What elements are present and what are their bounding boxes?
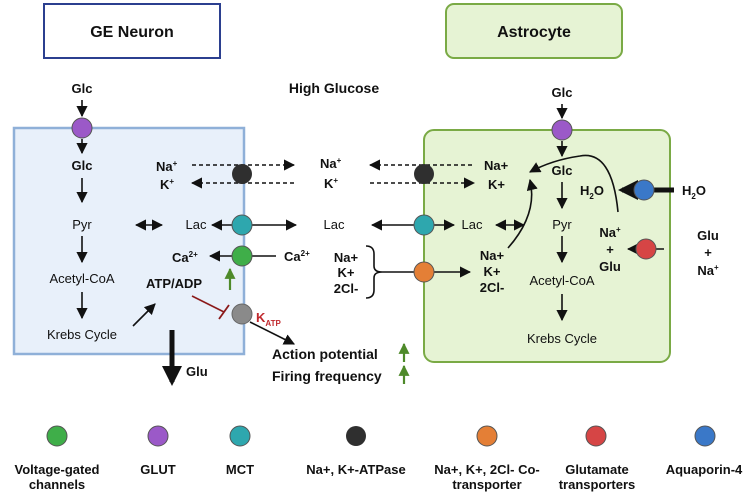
neuron-glu-out: Glu	[186, 364, 208, 379]
legend-swatch-aquaporin	[694, 425, 716, 447]
katp-channel	[231, 303, 253, 325]
legend-swatch-glutamate	[585, 425, 607, 447]
astro-k-plus: K+	[488, 177, 505, 192]
astrocyte-title: Astrocyte	[497, 24, 571, 41]
neuron-atp-adp: ATP/ADP	[146, 276, 202, 291]
katp-label: KATP	[256, 310, 281, 328]
neuron-title-box	[43, 3, 221, 59]
astro-nkcc-na: Na+	[480, 248, 505, 263]
legend-swatch-glut	[147, 425, 169, 447]
astro-nkcc-to-na-curve	[507, 178, 538, 249]
legend-swatch-na-k-atpase	[346, 426, 366, 446]
astro-nkcc-cl: 2Cl-	[480, 280, 505, 295]
atp-inhibition-line	[191, 295, 225, 313]
astro-na-plus: Na+	[484, 158, 509, 173]
astro-lac: Lac	[462, 217, 483, 232]
astro-aquaporin-4	[633, 179, 655, 201]
mid-na-label: Na+	[320, 156, 342, 171]
mid-k-label: K+	[324, 176, 338, 191]
legend-label-glut: GLUT	[140, 462, 176, 477]
astro-na-outside: Na+	[697, 263, 719, 278]
legend-label-nkcc: Na+, K+, 2Cl- Co-transporter	[434, 462, 540, 492]
astro-glc-outside: Glc	[552, 85, 573, 100]
neuron-na-label: Na+	[156, 159, 178, 174]
mid-k-plus: K+	[338, 265, 355, 280]
mid-2cl: 2Cl-	[334, 281, 359, 296]
neuron-na-k-atpase	[232, 164, 252, 184]
astro-glu-na-to-na-curve	[529, 154, 619, 213]
neuron-voltage-gated-channel	[231, 245, 253, 267]
neuron-glc-outside: Glc	[72, 81, 93, 96]
legend-label-na-k-atpase: Na+, K+-ATPase	[306, 462, 406, 477]
neuron-acetyl-coa: Acetyl-CoA	[49, 271, 114, 286]
neuron-k-label: K+	[160, 177, 174, 192]
astro-na-k-atpase	[414, 164, 434, 184]
astrocyte-title-box	[445, 3, 623, 59]
astro-glu-outside: Glu	[697, 228, 719, 243]
atp-inhibition-bar	[218, 304, 230, 320]
katp-to-action-arrow	[249, 321, 296, 345]
neuron-glut-transporter	[71, 117, 93, 139]
astro-mct	[413, 214, 435, 236]
neuron-krebs-cycle: Krebs Cycle	[47, 327, 117, 342]
astrocyte-cell	[423, 129, 671, 363]
astro-nkcc-cotransporter	[413, 261, 435, 283]
mid-na-plus: Na+	[334, 250, 359, 265]
astro-pyr: Pyr	[552, 217, 572, 232]
astro-na-glu-na: Na+	[599, 225, 621, 240]
legend-swatch-voltage-gated	[46, 425, 68, 447]
astro-h2o-inside: H2O	[580, 183, 604, 201]
astro-plus-outside: +	[704, 245, 712, 260]
legend-label-voltage-gated: Voltage-gated channels	[14, 462, 100, 492]
astro-krebs-cycle: Krebs Cycle	[527, 331, 597, 346]
firing-frequency-label: Firing frequency	[272, 368, 382, 384]
legend-label-glutamate: Glutamate transporters	[558, 462, 636, 492]
neuron-mct	[231, 214, 253, 236]
mid-ion-brace	[365, 245, 383, 299]
legend-swatch-nkcc	[476, 425, 498, 447]
neuron-pyr: Pyr	[72, 217, 92, 232]
neuron-title: GE Neuron	[90, 24, 174, 41]
legend-label-mct: MCT	[225, 462, 255, 477]
neuron-lac: Lac	[186, 217, 207, 232]
astro-na-glu-plus: +	[606, 242, 614, 257]
astro-glc-inside: Glc	[552, 163, 573, 178]
legend-label-aquaporin: Aquaporin-4	[665, 462, 743, 477]
astro-h2o-outside: H2O	[682, 183, 706, 201]
astro-glut-transporter	[551, 119, 573, 141]
mid-lac: Lac	[324, 217, 345, 232]
astro-glutamate-transporter	[635, 238, 657, 260]
astro-acetyl-coa: Acetyl-CoA	[529, 273, 594, 288]
mid-ca-label: Ca2+	[284, 249, 310, 264]
action-potential-label: Action potential	[272, 346, 378, 362]
neuron-cell	[12, 126, 246, 356]
astro-na-glu-glu: Glu	[599, 259, 621, 274]
neuron-glc-inside: Glc	[72, 158, 93, 173]
astro-nkcc-k: K+	[484, 264, 501, 279]
legend-swatch-mct	[229, 425, 251, 447]
arrow-krebs-to-atp	[132, 303, 156, 327]
high-glucose-label: High Glucose	[289, 80, 379, 96]
neuron-ca-label: Ca2+	[172, 250, 198, 265]
